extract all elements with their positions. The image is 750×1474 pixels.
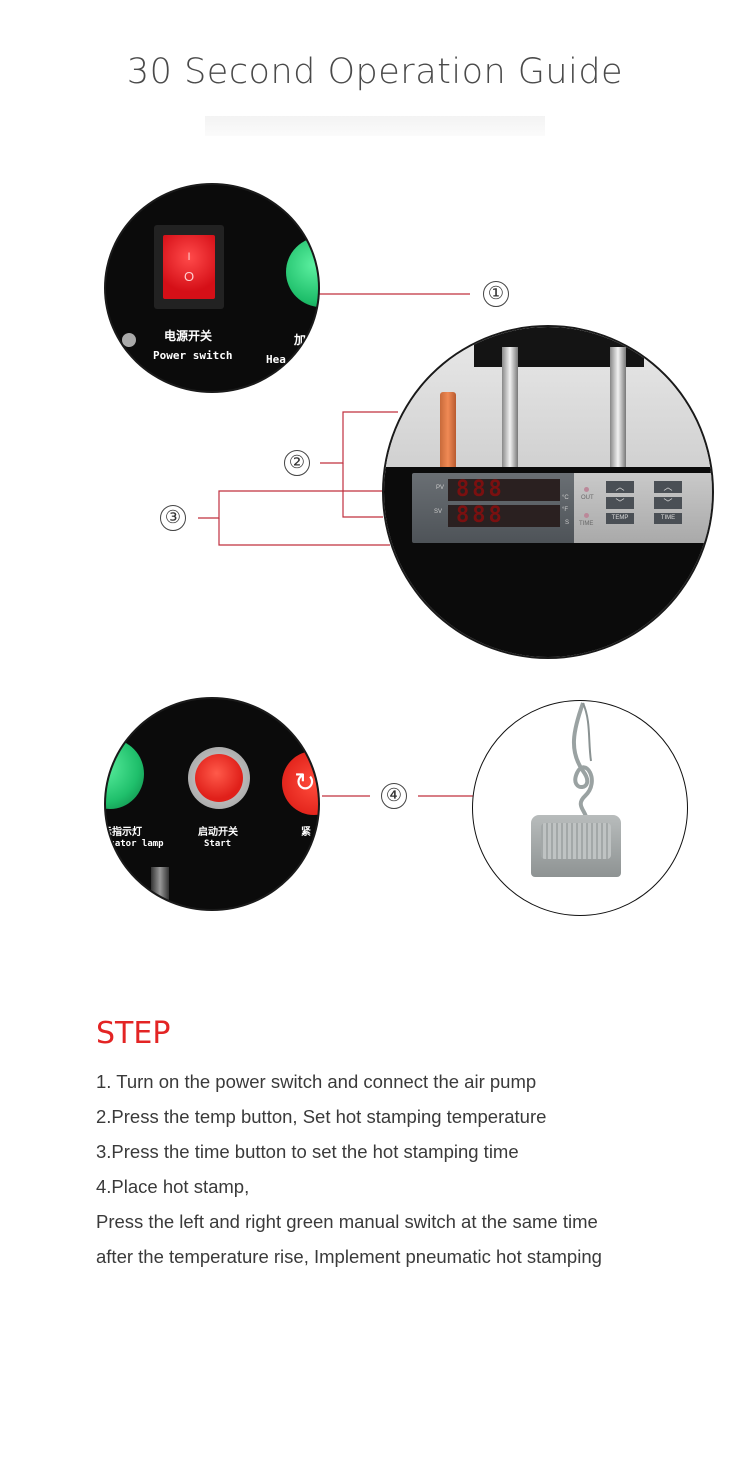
rotate-arrow-icon: ↻ xyxy=(294,767,316,797)
callout-number-2: ② xyxy=(284,450,310,476)
callout-line-3-bottom xyxy=(218,518,390,546)
lower-rod xyxy=(151,867,169,909)
start-label-cn: 启动开关 xyxy=(198,827,238,838)
red-power-switch: I O xyxy=(163,235,215,299)
red-start-button xyxy=(195,754,243,802)
page-title: 30 Second Operation Guide xyxy=(126,52,624,92)
emergency-stop-button: ↻ xyxy=(282,751,318,815)
title-underline-shadow xyxy=(205,116,545,136)
callout-lines xyxy=(198,293,474,797)
start-switch-photo: ↻ 示指示灯 icator lamp 启动开关 Start 紧 xyxy=(104,697,320,911)
callout-number-1: ① xyxy=(483,281,509,307)
start-label-en: Start xyxy=(204,839,232,849)
step-line-1: 1. Turn on the power switch and connect … xyxy=(96,1071,537,1092)
indicator-label-en: icator lamp xyxy=(104,839,164,849)
out-led xyxy=(584,487,589,492)
temp-down-button: ﹀ xyxy=(606,497,634,509)
heat-label-cn: 加 xyxy=(294,333,307,347)
callout-line-2-bottom xyxy=(342,463,383,518)
pedal-cable xyxy=(571,702,594,825)
pv-display: 888 xyxy=(448,477,560,502)
step-line-5: Press the left and right green manual sw… xyxy=(96,1211,598,1232)
step-line-3: 3.Press the time button to set the hot s… xyxy=(96,1141,519,1162)
time-up-button: ︿ xyxy=(654,481,682,493)
heat-label-en: Hea xyxy=(266,353,286,366)
green-indicator-lamp xyxy=(106,739,144,809)
callout-line-3-top xyxy=(198,490,383,519)
callout-number-4: ④ xyxy=(381,783,407,809)
power-switch-label-cn: 电源开关 xyxy=(164,329,213,343)
controller-photo: PV SV 888 888 °C °F S OUT TIME ︿ ︿ ﹀ ﹀ T… xyxy=(382,325,714,659)
step-list: 1. Turn on the power switch and connect … xyxy=(96,1064,716,1274)
sv-display: 888 xyxy=(448,503,560,528)
step-line-2: 2.Press the temp button, Set hot stampin… xyxy=(96,1106,547,1127)
time-down-button: ﹀ xyxy=(654,497,682,509)
step-line-6: after the temperature rise, Implement pn… xyxy=(96,1246,602,1267)
pedal-tread xyxy=(541,823,611,859)
step-heading: STEP xyxy=(96,1016,171,1051)
time-button: TIME xyxy=(654,513,682,524)
left-column xyxy=(502,347,518,477)
button-area: OUT TIME ︿ ︿ ﹀ ﹀ TEMP TIME xyxy=(574,473,712,543)
temp-button: TEMP xyxy=(606,513,634,524)
temp-up-button: ︿ xyxy=(606,481,634,493)
callout-number-3: ③ xyxy=(160,505,186,531)
power-switch-photo: I O 电源开关 Power switch 加 Hea xyxy=(104,183,320,393)
stop-label-cn: 紧 xyxy=(301,827,311,838)
controller-panel: PV SV 888 888 °C °F S OUT TIME ︿ ︿ ﹀ ﹀ T… xyxy=(412,473,712,543)
screw-icon xyxy=(122,333,136,347)
foot-pedal xyxy=(531,815,621,877)
green-heat-lamp xyxy=(286,237,318,307)
time-led xyxy=(584,513,589,518)
callout-line-2-top xyxy=(320,411,398,464)
right-column xyxy=(610,347,626,477)
copper-rod xyxy=(440,392,456,477)
foot-pedal-photo xyxy=(472,700,688,916)
step-line-4: 4.Place hot stamp, xyxy=(96,1176,250,1197)
indicator-label-cn: 示指示灯 xyxy=(104,827,142,838)
power-switch-label-en: Power switch xyxy=(153,349,233,362)
